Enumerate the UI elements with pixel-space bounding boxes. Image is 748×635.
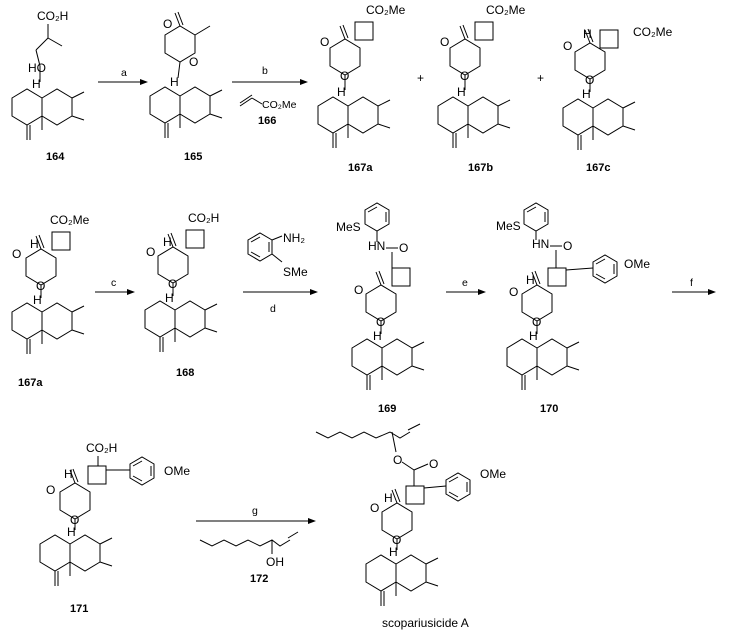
step-label-d: d [270, 303, 276, 315]
h-label-171-top: H [64, 467, 73, 481]
ring-o-165: O [189, 55, 198, 69]
h-label-product-top: H [384, 491, 393, 505]
amide-o-170: O [563, 239, 572, 253]
step-label-f: f [690, 277, 693, 289]
hn-170: HN [532, 237, 549, 251]
ome-product: OMe [480, 467, 506, 481]
compound-167a-top-label: 167a [348, 162, 373, 174]
h-label-168: H [165, 291, 174, 305]
carbonyl-o-167a-top: O [320, 35, 329, 49]
h-label-167c: H [582, 87, 591, 101]
compound-168-structure: CO₂H H O O H [144, 211, 219, 353]
ome-170: OMe [624, 257, 650, 271]
aniline-sme: SMe [283, 265, 308, 279]
ester-co-product: O [429, 457, 438, 471]
aniline-reagent-structure: NH₂ SMe [247, 231, 308, 279]
compound-171-label: 171 [70, 603, 88, 615]
h-label-167a-mid: H [33, 293, 42, 307]
compound-167a-top-structure: CO₂Me O O H [317, 3, 406, 149]
scopariusicide-a-structure: O O OMe H O O H [315, 423, 506, 607]
compound-165-label: 165 [184, 151, 202, 163]
ester-o-product: O [393, 453, 402, 467]
h-label-171: H [67, 525, 76, 539]
plus-sign-2: + [537, 71, 544, 85]
h-label-169: H [373, 329, 382, 343]
step-label-g: g [252, 505, 258, 517]
step-label-b: b [262, 65, 268, 77]
carbonyl-o-168: O [146, 245, 155, 259]
h-label-170: H [529, 329, 538, 343]
alcohol-oh: OH [266, 555, 284, 569]
h-label-167c-top: H [583, 27, 592, 41]
co2me-167a-mid: CO₂Me [50, 213, 90, 227]
co2h-group-164: CO₂H [37, 9, 68, 23]
mes-170: MeS [496, 219, 521, 233]
step-label-c: c [111, 277, 116, 289]
h-label-170-top: H [526, 273, 535, 287]
compound-171-structure: CO₂H OMe H O O H [39, 441, 190, 587]
carbonyl-o-167a-mid: O [12, 247, 21, 261]
carbonyl-o-product: O [370, 501, 379, 515]
product-name-label: scopariusicide A [382, 616, 469, 630]
compound-169-structure: MeS HN O O O H [336, 202, 425, 391]
compound-168-label: 168 [176, 367, 194, 379]
carbonyl-o-165: O [163, 17, 172, 31]
co2me-167b: CO₂Me [486, 3, 526, 17]
co2h-168: CO₂H [188, 211, 219, 225]
h-label-167a-mid-top: H [30, 237, 39, 251]
step-label-e: e [462, 277, 468, 289]
compound-166-label-visible: 166 [258, 115, 276, 127]
h-label-168-top: H [163, 235, 172, 249]
aniline-nh2: NH₂ [283, 231, 305, 245]
carbonyl-o-169: O [354, 283, 363, 297]
compound-165-structure: O O H [149, 11, 223, 139]
ho-group-164: HO [28, 61, 46, 75]
alcohol-172-structure: OH [199, 531, 299, 569]
h-label-product: H [389, 545, 398, 559]
compound-167a-mid-structure: CO₂Me H O O H [11, 213, 90, 355]
carbonyl-o-170: O [509, 285, 518, 299]
compound-167c-label: 167c [586, 162, 610, 174]
compound-164-label: 164 [46, 151, 65, 163]
carbonyl-o-167c: O [563, 39, 572, 53]
h-label-167a-top: H [337, 85, 346, 99]
compound-172-label: 172 [250, 573, 268, 585]
compound-164-structure: CO₂H HO H [11, 9, 85, 141]
carbonyl-o-167b: O [440, 35, 449, 49]
compound-170-label: 170 [540, 403, 558, 415]
hn-169: HN [368, 239, 385, 253]
co2h-171: CO₂H [86, 441, 117, 455]
step-label-a: a [121, 67, 127, 79]
ome-171: OMe [164, 464, 190, 478]
compound-170-structure: MeS HN O OMe H O O H [496, 202, 650, 391]
compound-167b-structure: CO₂Me O O H [437, 3, 526, 149]
carbonyl-o-171: O [46, 483, 55, 497]
amide-o-169: O [399, 241, 408, 255]
co2me-167c: CO₂Me [633, 25, 673, 39]
mes-169: MeS [336, 220, 361, 234]
compound-167c-structure: CO₂Me H O O H [562, 25, 673, 151]
compound-167b-label: 167b [468, 162, 493, 174]
h-label-164: H [32, 77, 41, 91]
acrylate-co2me: CO₂Me [262, 99, 297, 111]
h-label-167b: H [457, 85, 466, 99]
h-label-165: H [170, 75, 179, 89]
plus-sign-1: + [417, 71, 424, 85]
compound-167a-mid-label: 167a [18, 377, 43, 389]
compound-169-label: 169 [378, 403, 396, 415]
co2me-167a-top: CO₂Me [366, 3, 406, 17]
